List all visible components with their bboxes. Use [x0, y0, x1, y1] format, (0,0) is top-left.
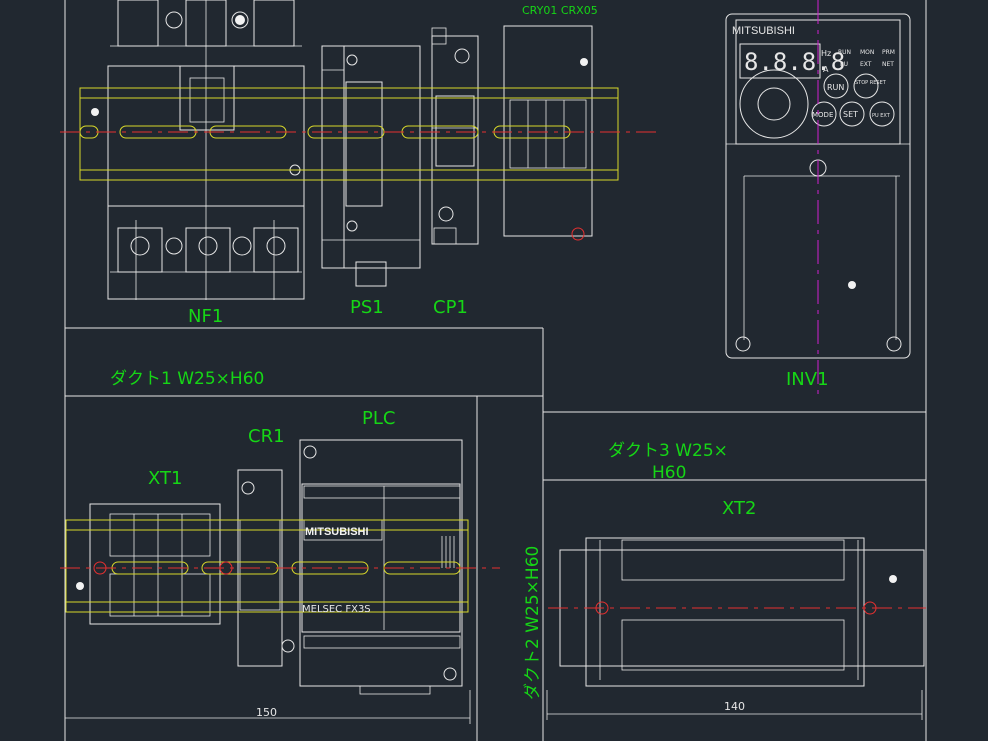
ps1-power-supply — [321, 45, 421, 287]
duct3-label-line1: ダクト3 W25× — [608, 441, 728, 461]
inv-key5-text: EXT — [860, 61, 872, 68]
duct3-label-line2: H60 — [652, 463, 686, 483]
relay-socket — [503, 25, 593, 237]
inv-brand-text: MITSUBISHI — [732, 25, 795, 37]
duct2-label: ダクト2 W25×H60 — [523, 546, 543, 700]
inv-hz-text: Hz — [821, 49, 831, 58]
component-labels: NF1 PS1 CP1 INV1 CRY01 CRX05 ダクト1 W25×H6… — [110, 4, 829, 700]
cp1-protector — [431, 27, 479, 245]
inv-pu-text: PU EXT — [872, 113, 891, 119]
inv-key2-text: MON — [860, 49, 874, 56]
inv-a-text: A — [823, 65, 829, 74]
nf1-label: NF1 — [188, 306, 223, 327]
inv-display-text: 8.8.8.8 — [744, 48, 845, 76]
inv1-label: INV1 — [786, 369, 829, 390]
inv-run-text: RUN — [827, 83, 844, 92]
inv-mode-text: MODE — [812, 111, 833, 119]
plc-model-text: MELSEC FX3S — [302, 604, 371, 615]
duct1-label: ダクト1 W25×H60 — [110, 369, 264, 389]
xt2-label: XT2 — [722, 498, 756, 519]
ps1-label: PS1 — [350, 297, 384, 318]
inv-key1-text: RUN — [838, 49, 851, 56]
xt1-label: XT1 — [148, 468, 182, 489]
inv-key4-text: PU — [840, 61, 848, 68]
inv-key3-text: PRM — [882, 49, 895, 56]
cp1-label: CP1 — [433, 297, 468, 318]
inv-stop-text: STOP RESET — [855, 80, 887, 86]
relay-top-label: CRY01 CRX05 — [522, 4, 598, 17]
dimension-140: 140 — [724, 700, 745, 713]
plc-brand-text: MITSUBISHI — [305, 526, 369, 538]
device-text: MITSUBISHI 8.8.8.8 Hz A RUN MON PRM PU E… — [302, 25, 895, 615]
xt1-terminal-block — [89, 503, 221, 625]
dimension-lines — [65, 690, 923, 724]
inv-key6-text: NET — [882, 61, 894, 68]
dimension-150: 150 — [256, 706, 277, 719]
center-lines — [60, 0, 926, 615]
plc-label: PLC — [362, 408, 395, 429]
panel-frame — [64, 0, 927, 741]
inv-set-text: SET — [843, 110, 858, 119]
cr1-label: CR1 — [248, 426, 285, 447]
